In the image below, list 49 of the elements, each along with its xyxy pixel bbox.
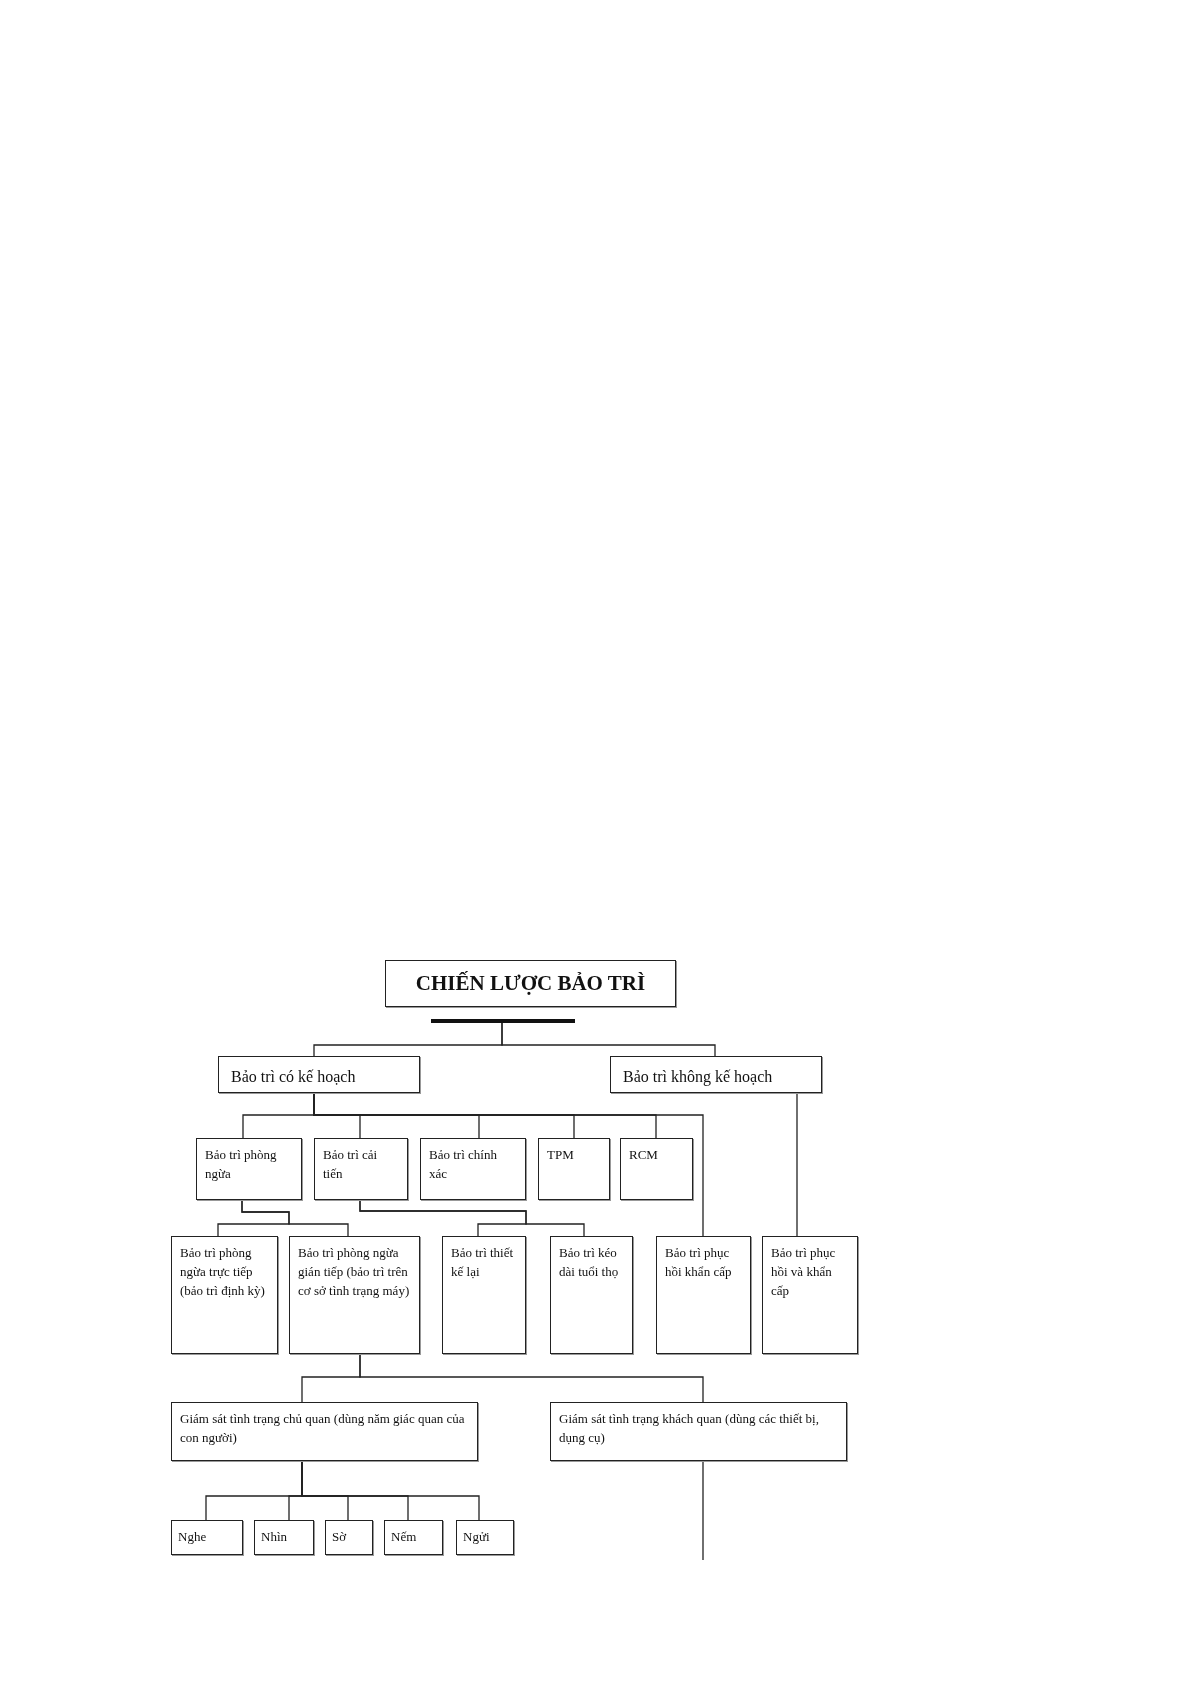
process-box [442, 1236, 526, 1354]
node-label: Bảo trì phòng ngừa [205, 1147, 277, 1181]
process-box [171, 1520, 243, 1555]
node-label: Bảo trì phục hồi khẩn cấp [665, 1245, 732, 1279]
process-box [610, 1056, 822, 1093]
node-label: Bảo trì không kế hoạch [623, 1068, 773, 1085]
process-box [314, 1138, 408, 1200]
process-box [196, 1138, 302, 1200]
node-label: Sờ [332, 1529, 347, 1544]
process-box [325, 1520, 373, 1555]
underline-bar [431, 1019, 575, 1023]
process-box [385, 960, 676, 1007]
node-label: Giám sát tình trạng khách quan (dùng các thiết bị, dụng cụ) [559, 1411, 819, 1445]
node-label: Bảo trì thiết kế lại [451, 1245, 514, 1279]
connector-line [359, 1353, 704, 1403]
node-label: Bảo trì phòng ngừa gián tiếp (bảo trì trên cơ sở tình trạng máy) [298, 1245, 410, 1298]
node-label: Bảo trì kéo dài tuổi thọ [559, 1245, 619, 1279]
process-box [538, 1138, 610, 1200]
process-box [171, 1402, 478, 1461]
process-box [620, 1138, 693, 1200]
connector-line [501, 1022, 716, 1057]
process-box [384, 1520, 443, 1555]
connector-line [702, 1460, 704, 1561]
connector-line [241, 1199, 349, 1237]
node-label: TPM [547, 1147, 574, 1162]
node-label: Nếm [391, 1529, 417, 1544]
node-label: RCM [629, 1147, 658, 1162]
process-box [218, 1056, 420, 1093]
process-box [254, 1520, 314, 1555]
process-box [656, 1236, 751, 1354]
node-label: Bảo trì cải tiến [323, 1147, 378, 1181]
process-box [171, 1236, 278, 1354]
node-label: Bảo trì phòng ngừa trực tiếp (bảo trì định kỳ) [180, 1245, 265, 1298]
node-label: Bảo trì có kế hoạch [231, 1068, 356, 1085]
process-box [550, 1236, 633, 1354]
connector-line [796, 1092, 798, 1237]
process-box [289, 1236, 420, 1354]
connector-line [359, 1199, 585, 1237]
process-box [762, 1236, 858, 1354]
process-box [420, 1138, 526, 1200]
node-label: Nhìn [261, 1529, 287, 1544]
node-label: Giám sát tình trạng chủ quan (dùng năm giác quan của con người) [180, 1411, 465, 1445]
node-label: Bảo trì chính xác [429, 1147, 497, 1181]
title-text: CHIẾN LƯỢC BẢO TRÌ [415, 970, 646, 998]
node-label: Ngửi [463, 1529, 490, 1544]
process-box [456, 1520, 514, 1555]
node-label: Bảo trì phục hồi và khẩn cấp [771, 1245, 836, 1298]
node-label: Nghe [178, 1529, 207, 1544]
process-box [550, 1402, 847, 1461]
